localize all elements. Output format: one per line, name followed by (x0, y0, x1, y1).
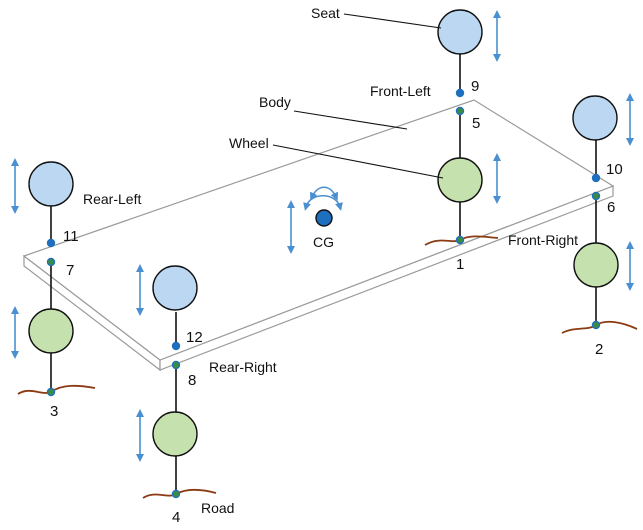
label-wheel: Wheel (229, 135, 269, 151)
node-2 (591, 320, 601, 330)
node-number-11: 11 (63, 228, 79, 245)
node-number-7: 7 (66, 262, 74, 279)
node-9 (455, 88, 465, 98)
wheel-front-right (573, 242, 619, 288)
node-6 (591, 191, 601, 201)
node-number-1: 1 (456, 256, 464, 273)
node-number-9: 9 (471, 78, 479, 95)
wheel-front-left (437, 157, 483, 203)
node-10 (591, 173, 601, 183)
node-12 (171, 341, 181, 351)
seat-rear-left (28, 161, 74, 207)
wheel-rear-left (28, 308, 74, 354)
node-1 (455, 235, 465, 245)
label-body: Body (259, 94, 291, 110)
node-number-10: 10 (606, 161, 623, 178)
label-cg: CG (313, 234, 334, 250)
seat-rear-right (152, 265, 198, 311)
seat-front-left (437, 9, 483, 55)
label-rear-right: Rear-Right (209, 359, 277, 375)
node-numbers: 9 5 1 10 6 2 11 7 3 12 8 4 (50, 78, 623, 526)
arrow-cg-pitch (310, 186, 338, 201)
label-rear-left: Rear-Left (83, 191, 141, 207)
node-4 (171, 489, 181, 499)
node-number-5: 5 (472, 115, 480, 132)
node-3 (46, 387, 56, 397)
node-number-8: 8 (188, 372, 196, 389)
node-number-4: 4 (172, 509, 180, 526)
label-road: Road (201, 500, 234, 516)
node-7 (46, 257, 56, 267)
seats (28, 9, 618, 311)
nodes-blue (46, 88, 601, 351)
label-front-right: Front-Right (508, 232, 578, 248)
node-8 (171, 360, 181, 370)
leader-lines (272, 13, 444, 179)
label-front-left: Front-Left (370, 83, 431, 99)
node-number-6: 6 (607, 199, 615, 216)
labels: Seat Body Wheel Front-Left Rear-Left Fro… (83, 5, 578, 516)
node-11 (46, 238, 56, 248)
road-curve-rear-left (17, 384, 96, 395)
cg-marker (315, 209, 333, 227)
label-seat: Seat (311, 5, 340, 21)
node-5 (455, 106, 465, 116)
wheel-rear-right (152, 411, 198, 457)
motion-arrows (11, 10, 634, 462)
seat-front-right (572, 95, 618, 141)
node-number-12: 12 (186, 329, 203, 346)
node-number-2: 2 (595, 341, 603, 358)
nodes-green (46, 106, 601, 499)
link-lines (50, 50, 597, 494)
node-number-3: 3 (50, 403, 58, 420)
wheels (28, 157, 619, 457)
